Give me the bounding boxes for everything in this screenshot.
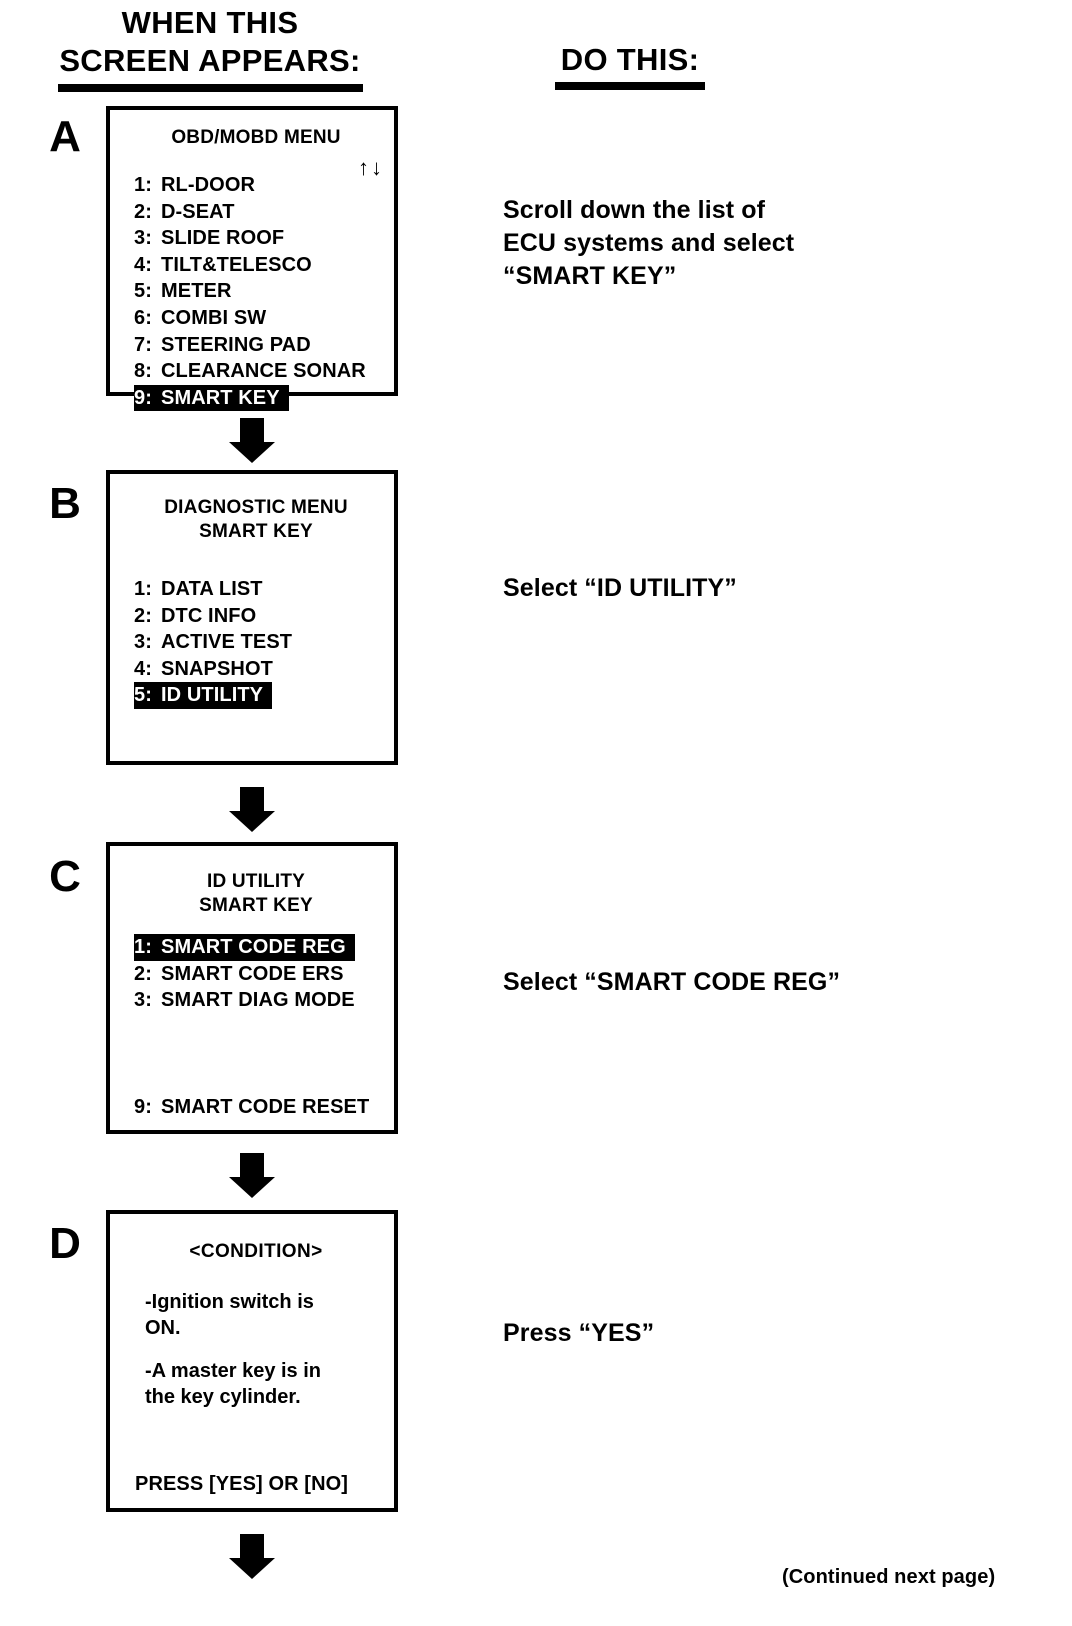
menu-item[interactable]: 2: D-SEAT bbox=[134, 199, 235, 226]
menu-item-number: 9: bbox=[134, 1096, 152, 1118]
instruction-c: Select “SMART CODE REG” bbox=[503, 968, 841, 996]
menu-item-number: 1: bbox=[134, 174, 152, 196]
step-letter-d: D bbox=[49, 1219, 81, 1268]
step-letter-c: C bbox=[49, 852, 81, 901]
menu-item-number: 2: bbox=[134, 200, 152, 223]
menu-item-label: STEERING PAD bbox=[161, 333, 311, 356]
condition-item-1: -Ignition switch is ON. bbox=[145, 1291, 314, 1339]
menu-item-label: SMART DIAG MODE bbox=[161, 989, 355, 1012]
column-header-do-this: DO THIS: bbox=[470, 42, 790, 90]
menu-item-label: SMART CODE ERS bbox=[161, 962, 344, 985]
menu-item[interactable]: 3: ACTIVE TEST bbox=[134, 629, 292, 656]
menu-item-number: 8: bbox=[134, 360, 152, 383]
screen-d-title: <CONDITION> bbox=[189, 1241, 323, 1262]
menu-item[interactable]: 3: SMART DIAG MODE bbox=[134, 987, 355, 1014]
menu-item[interactable]: 8: CLEARANCE SONAR bbox=[134, 358, 366, 385]
menu-item[interactable]: 2: DTC INFO bbox=[134, 603, 256, 630]
screen-b-menu-list: 1: DATA LIST 2: DTC INFO 3: ACTIVE TEST 4: S… bbox=[134, 576, 292, 709]
menu-item-number: 3: bbox=[134, 989, 152, 1012]
screen-c-title: ID UTILITY SMART KEY bbox=[199, 871, 313, 916]
continued-next-page-note: (Continued next page) bbox=[782, 1566, 996, 1588]
condition-footer-prompt: PRESS [YES] OR [NO] bbox=[135, 1473, 349, 1495]
screen-d-condition: <CONDITION> -Ignition switch is ON. -A m… bbox=[106, 1210, 398, 1512]
screen-b-title: DIAGNOSTIC MENU SMART KEY bbox=[164, 497, 348, 542]
scroll-up-down-arrows-icon: ↑↓ bbox=[358, 155, 384, 180]
menu-item-number: 5: bbox=[134, 280, 152, 303]
header-left-line2: SCREEN APPEARS: bbox=[59, 42, 361, 78]
menu-item-number: 3: bbox=[134, 227, 152, 250]
step-letter-b: B bbox=[49, 479, 81, 528]
menu-item-label: SMART KEY bbox=[161, 386, 280, 409]
flow-arrow-a-to-b bbox=[229, 418, 275, 463]
menu-item-selected-smart-code-reg[interactable]: 1: SMART CODE REG bbox=[134, 934, 355, 961]
menu-item-number: 2: bbox=[134, 604, 152, 627]
menu-item-number: 4: bbox=[134, 657, 152, 680]
screen-a-title: OBD/MOBD MENU bbox=[171, 127, 341, 148]
flow-arrow-d-to-next bbox=[229, 1534, 275, 1579]
menu-item[interactable]: 6: COMBI SW bbox=[134, 305, 266, 332]
menu-item[interactable]: 4: TILT&TELESCO bbox=[134, 252, 312, 279]
screen-a-obd-mobd-menu: OBD/MOBD MENU ↑↓ 1: RL-DOOR 2: D-SEAT 3: SL… bbox=[106, 106, 398, 412]
menu-item-label: SNAPSHOT bbox=[161, 657, 273, 680]
menu-item-selected-id-utility[interactable]: 5: ID UTILITY bbox=[134, 682, 273, 709]
menu-item-label: D-SEAT bbox=[161, 200, 235, 223]
instruction-b: Select “ID UTILITY” bbox=[503, 574, 737, 602]
instruction-d: Press “YES” bbox=[503, 1319, 655, 1347]
flow-arrow-c-to-d bbox=[229, 1153, 275, 1198]
menu-item[interactable]: 3: SLIDE ROOF bbox=[134, 225, 284, 252]
header-left-line1: WHEN THIS bbox=[121, 5, 299, 40]
menu-item-smart-code-reset[interactable]: 9: SMART CODE RESET bbox=[134, 1094, 369, 1121]
menu-item-label: ID UTILITY bbox=[161, 684, 264, 707]
menu-item-number: 3: bbox=[134, 631, 152, 654]
header-left-underline bbox=[57, 83, 363, 92]
menu-item-number: 9: bbox=[134, 386, 152, 409]
menu-item-label: CLEARANCE SONAR bbox=[161, 360, 366, 383]
menu-item-label: DTC INFO bbox=[161, 604, 257, 627]
screen-c-menu-list: 1: SMART CODE REG 2: SMART CODE ERS 3: SMAR… bbox=[134, 934, 355, 1014]
screen-b-diagnostic-menu: DIAGNOSTIC MENU SMART KEY 1: DATA LIST 2:… bbox=[106, 470, 398, 765]
menu-item-number: 4: bbox=[134, 253, 152, 276]
menu-item-label: SLIDE ROOF bbox=[161, 227, 285, 250]
screen-a-menu-list: 1: RL-DOOR 2: D-SEAT 3: SLIDE ROOF 4: TILT&T… bbox=[134, 172, 366, 412]
menu-item[interactable]: 5: METER bbox=[134, 278, 232, 305]
menu-item-number: 1: bbox=[134, 936, 152, 958]
menu-item[interactable]: 1: DATA LIST bbox=[134, 576, 263, 603]
menu-item-selected-smart-key[interactable]: 9: SMART KEY bbox=[134, 384, 289, 412]
step-letter-a: A bbox=[49, 112, 81, 161]
menu-item[interactable]: 1: RL-DOOR bbox=[134, 172, 255, 199]
instruction-a: Scroll down the list of ECU systems and … bbox=[503, 196, 795, 290]
menu-item-number: 1: bbox=[134, 578, 152, 600]
flow-arrow-b-to-c bbox=[229, 787, 275, 832]
menu-item-label: SMART CODE RESET bbox=[161, 1096, 370, 1118]
menu-item-label: METER bbox=[161, 280, 232, 303]
header-right-label: DO THIS: bbox=[560, 42, 700, 77]
menu-item-label: TILT&TELESCO bbox=[161, 253, 312, 276]
menu-item-number: 2: bbox=[134, 962, 152, 985]
condition-item-2: -A master key is in the key cylinder. bbox=[145, 1360, 322, 1408]
menu-item-number: 5: bbox=[134, 684, 152, 707]
menu-item[interactable]: 4: SNAPSHOT bbox=[134, 656, 273, 683]
menu-item[interactable]: 2: SMART CODE ERS bbox=[134, 961, 344, 988]
menu-item-label: DATA LIST bbox=[161, 578, 263, 600]
menu-item-label: COMBI SW bbox=[161, 306, 267, 329]
menu-item-label: RL-DOOR bbox=[161, 174, 256, 196]
header-right-underline bbox=[555, 82, 705, 90]
column-header-when-this-screen-appears: WHEN THIS SCREEN APPEARS: bbox=[0, 4, 420, 92]
menu-item-label: SMART CODE REG bbox=[161, 936, 346, 958]
menu-item-number: 7: bbox=[134, 333, 152, 356]
menu-item[interactable]: 7: STEERING PAD bbox=[134, 332, 311, 359]
menu-item-number: 6: bbox=[134, 306, 152, 329]
screen-c-id-utility: ID UTILITY SMART KEY 1: SMART CODE REG 2:… bbox=[106, 842, 398, 1134]
menu-item-label: ACTIVE TEST bbox=[161, 631, 293, 654]
